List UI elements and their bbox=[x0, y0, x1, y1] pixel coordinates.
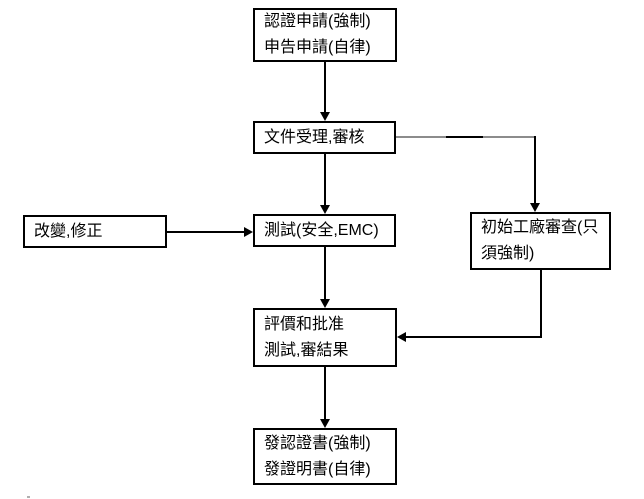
node-testing: 測試(安全,EMC) bbox=[253, 214, 396, 247]
arrow-change-to-testing-head-icon bbox=[244, 227, 253, 237]
arrow-review-to-testing-head-icon bbox=[320, 205, 330, 214]
arrow-factory-to-evaluation-head-icon bbox=[397, 332, 406, 342]
arrow-change-to-testing-stem bbox=[167, 231, 245, 233]
node-application-line1: 認證申請(強制) bbox=[264, 13, 371, 30]
node-evaluation: 評價和批准 測試,審結果 bbox=[253, 308, 397, 367]
arrow-testing-to-evaluation-stem bbox=[324, 247, 326, 300]
arrow-evaluation-to-certificate-stem bbox=[324, 367, 326, 419]
node-evaluation-line1: 評價和批准 bbox=[264, 315, 345, 333]
node-change-amend-line1: 改變,修正 bbox=[34, 222, 103, 240]
scan-artifact-dot bbox=[27, 496, 30, 498]
node-evaluation-line2: 測試,審結果 bbox=[264, 341, 349, 359]
arrow-application-to-review-head-icon bbox=[320, 112, 330, 121]
node-application-line2: 申告申請(自律) bbox=[264, 39, 371, 56]
node-application: 認證申請(強制) 申告申請(自律) bbox=[253, 8, 397, 62]
node-document-review: 文件受理,審核 bbox=[253, 121, 396, 154]
arrow-testing-to-evaluation-head-icon bbox=[320, 299, 330, 308]
node-certificate-line2: 發證明書(自律) bbox=[264, 460, 371, 478]
node-factory-inspection-line2: 須強制) bbox=[481, 245, 535, 262]
arrow-evaluation-to-certificate-head-icon bbox=[320, 419, 330, 428]
node-factory-inspection: 初始工廠審查(只 須強制) bbox=[470, 212, 611, 270]
node-factory-inspection-line1: 初始工廠審查(只 bbox=[481, 219, 599, 236]
arrow-review-to-testing-stem bbox=[324, 154, 326, 206]
arrow-application-to-review-stem bbox=[324, 62, 326, 114]
arrow-review-to-factory-head-icon bbox=[530, 203, 540, 212]
arrow-factory-to-evaluation-vstem bbox=[540, 270, 542, 338]
node-certificate: 發認證書(強制) 發證明書(自律) bbox=[253, 428, 397, 485]
node-certificate-line1: 發認證書(強制) bbox=[264, 434, 371, 452]
node-document-review-line1: 文件受理,審核 bbox=[264, 128, 365, 146]
arrow-review-to-factory-hline-dark bbox=[446, 136, 483, 138]
node-change-amend: 改變,修正 bbox=[23, 215, 167, 248]
arrow-factory-to-evaluation-hstem bbox=[406, 336, 542, 338]
arrow-review-to-factory-stem bbox=[534, 136, 536, 204]
node-testing-line1: 測試(安全,EMC) bbox=[264, 221, 379, 239]
